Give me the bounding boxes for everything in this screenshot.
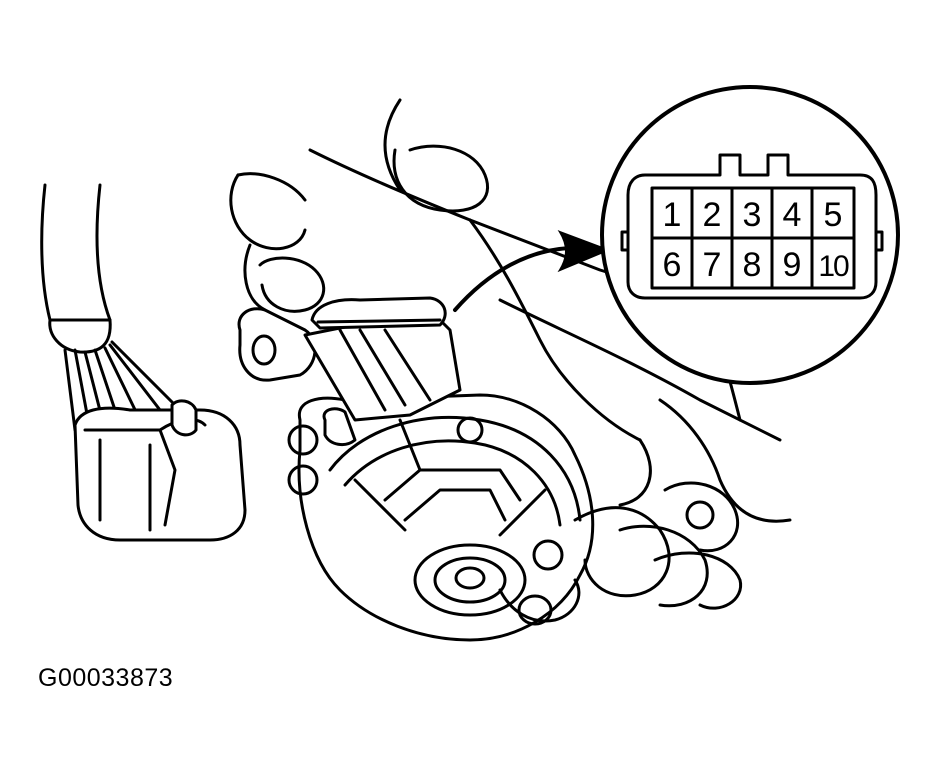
pin-label: 6 (663, 246, 682, 284)
pin-label: 10 (818, 250, 849, 283)
harness-plug (73, 399, 247, 542)
pin-label: 1 (663, 196, 682, 234)
pin-label: 3 (743, 196, 762, 234)
pin-label: 9 (783, 246, 802, 284)
pin-label: 7 (703, 246, 722, 284)
switch-connector-housing (303, 296, 462, 472)
wire-harness (40, 183, 177, 432)
pin-label: 8 (743, 246, 762, 284)
connector-callout: 1 2 3 4 5 6 7 8 9 10 (600, 85, 900, 385)
pin-label: 2 (703, 196, 722, 234)
pin-label: 5 (824, 196, 843, 234)
figure-id: G00033873 (38, 664, 174, 692)
mounting-boss-left (237, 307, 317, 382)
pin-label: 4 (783, 196, 802, 234)
neutral-start-switch (287, 393, 743, 642)
callout-arrow (453, 230, 611, 312)
